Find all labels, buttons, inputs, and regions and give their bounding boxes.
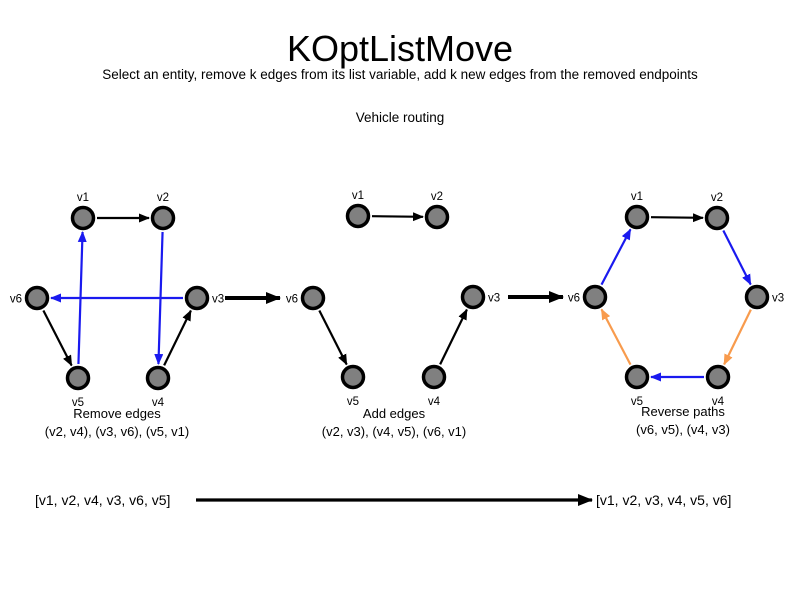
list-after: [v1, v2, v3, v4, v5, v6] <box>596 492 732 508</box>
caption-add-edges-detail: (v2, v3), (v4, v5), (v6, v1) <box>321 424 467 439</box>
node-reverse-paths-v1 <box>624 204 650 230</box>
node-label-reverse-paths-v5: v5 <box>631 396 643 408</box>
node-label-remove-edges-v5: v5 <box>72 397 84 409</box>
node-remove-edges-v2 <box>150 205 176 231</box>
node-reverse-paths-v3 <box>744 284 770 310</box>
nodes-layer: v1 v2 v6 v3 v5 v4 v1 v2 v6 v3 v5 v4 v1 v2 v6 v3 v5 v4 <box>10 190 784 409</box>
node-add-edges-v3 <box>460 284 486 310</box>
caption-reverse-paths: Reverse paths (v6, v5), (v4, v3) <box>636 403 730 439</box>
node-reverse-paths-v2 <box>704 205 730 231</box>
node-reverse-paths-v5 <box>624 364 650 390</box>
edge-add-edges-v6-v5 <box>318 309 348 366</box>
node-remove-edges-v5 <box>65 365 91 391</box>
caption-reverse-paths-title: Reverse paths <box>641 404 725 419</box>
node-add-edges-v1 <box>345 203 371 229</box>
node-add-edges-v4 <box>421 364 447 390</box>
edge-reverse-paths-v5-v6 <box>600 308 632 366</box>
edge-reverse-paths-v2-v3 <box>722 229 752 286</box>
caption-remove-edges-detail: (v2, v4), (v3, v6), (v5, v1) <box>44 424 190 439</box>
edge-reverse-paths-v1-v2 <box>650 213 705 223</box>
node-remove-edges-v4 <box>145 365 171 391</box>
node-add-edges-v5 <box>340 364 366 390</box>
caption-add-edges: Add edges (v2, v3), (v4, v5), (v6, v1) <box>322 405 466 441</box>
edge-reverse-paths-v6-v1 <box>600 228 632 286</box>
flow-arrows-layer <box>196 291 593 506</box>
node-label-reverse-paths-v3: v3 <box>772 293 784 305</box>
node-remove-edges-v3 <box>184 285 210 311</box>
node-label-add-edges-v1: v1 <box>352 190 364 202</box>
node-label-add-edges-v5: v5 <box>347 396 359 408</box>
caption-remove-edges-title: Remove edges <box>73 406 161 421</box>
node-label-add-edges-v2: v2 <box>431 191 443 203</box>
edges-layer <box>42 212 752 382</box>
node-remove-edges-v1 <box>70 205 96 231</box>
node-label-reverse-paths-v4: v4 <box>712 396 725 408</box>
list-before: [v1, v2, v4, v3, v6, v5] <box>35 492 171 508</box>
node-label-remove-edges-v2: v2 <box>157 192 169 204</box>
node-label-reverse-paths-v6: v6 <box>568 293 580 305</box>
node-add-edges-v6 <box>300 285 326 311</box>
edge-reverse-paths-v3-v4 <box>723 309 752 366</box>
caption-remove-edges: Remove edges (v2, v4), (v3, v6), (v5, v1… <box>45 405 189 441</box>
node-label-add-edges-v4: v4 <box>428 396 441 408</box>
edge-remove-edges-v4-v3 <box>163 309 192 366</box>
caption-reverse-paths-detail: (v6, v5), (v4, v3) <box>636 422 730 437</box>
node-add-edges-v2 <box>424 204 450 230</box>
node-label-remove-edges-v4: v4 <box>152 397 165 409</box>
section-label: Vehicle routing <box>355 110 445 125</box>
edge-remove-edges-v5-v1 <box>77 230 87 365</box>
node-label-remove-edges-v6: v6 <box>10 294 22 306</box>
edge-add-edges-v1-v2 <box>371 212 425 222</box>
edge-add-edges-v4-v3 <box>439 308 468 365</box>
edge-remove-edges-v6-v5 <box>42 309 73 367</box>
node-label-reverse-paths-v1: v1 <box>631 191 643 203</box>
page-subtitle: Select an entity, remove k edges from it… <box>102 67 698 82</box>
node-remove-edges-v6 <box>24 285 50 311</box>
node-label-add-edges-v6: v6 <box>286 294 298 306</box>
node-label-add-edges-v3: v3 <box>488 293 500 305</box>
node-label-remove-edges-v1: v1 <box>77 192 89 204</box>
node-label-remove-edges-v3: v3 <box>212 294 224 306</box>
node-reverse-paths-v6 <box>582 284 608 310</box>
page-title: KOptListMove <box>286 28 514 69</box>
caption-add-edges-title: Add edges <box>362 406 426 421</box>
node-reverse-paths-v4 <box>705 364 731 390</box>
node-label-reverse-paths-v2: v2 <box>711 192 723 204</box>
